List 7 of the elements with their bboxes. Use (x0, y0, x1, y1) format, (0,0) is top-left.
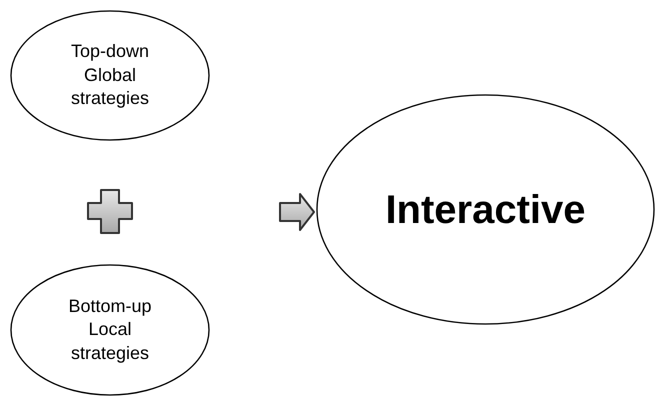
ellipse-node (10, 264, 210, 396)
node-text: Top-down Global strategies (70, 40, 150, 110)
block-arrow (279, 193, 316, 231)
node-text: Bottom-up Local strategies (67, 294, 153, 365)
ellipse-node (10, 10, 210, 141)
ellipse-node (316, 94, 655, 325)
node-text: Interactive (385, 186, 586, 234)
